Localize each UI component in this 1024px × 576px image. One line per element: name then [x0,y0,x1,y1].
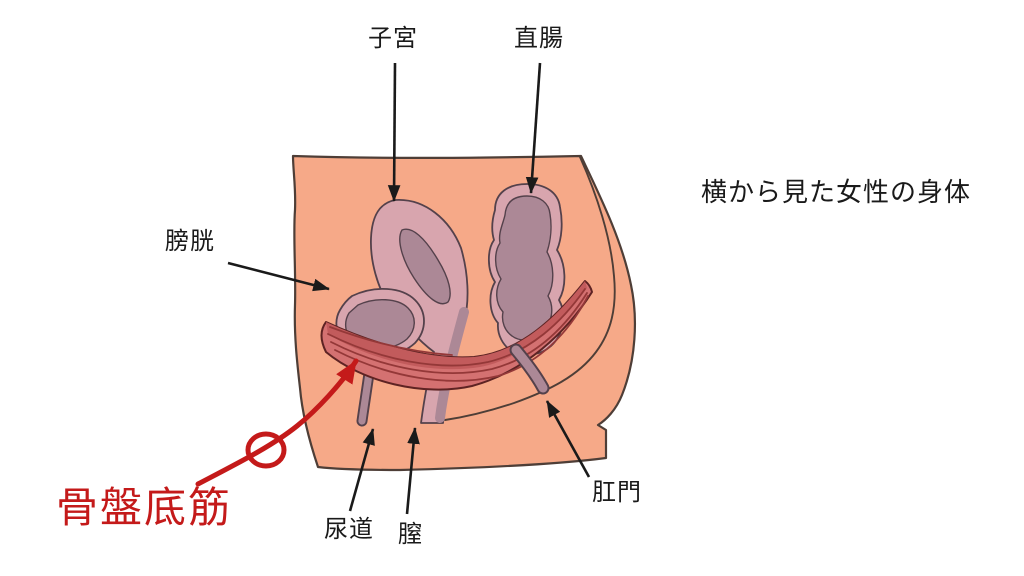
uterus-cavity [399,228,451,305]
buttock-contour-line [444,156,616,421]
figure-title: 横から見た女性の身体 [701,178,972,208]
label-vagina: 膣 [398,520,423,548]
arrow-rectum [525,62,542,194]
label-anus: 肛門 [592,478,642,506]
rectum-shape [487,183,566,357]
arrow-bladder [227,261,330,292]
pelvic-floor-arrow [195,358,359,487]
arrow-urethra [348,428,375,512]
anal-canal [509,343,550,395]
label-uterus: 子宮 [368,24,418,52]
arrow-uterus [387,62,401,202]
arrow-vagina [405,427,420,515]
label-pelvic-floor: 骨盤底筋 [56,483,233,532]
label-rectum: 直腸 [514,24,564,52]
red-arrow-loop [245,431,287,469]
arrow-anus [545,400,591,478]
pointer-arrows [227,62,591,515]
label-bladder: 膀胱 [165,227,215,255]
label-urethra: 尿道 [324,515,374,543]
